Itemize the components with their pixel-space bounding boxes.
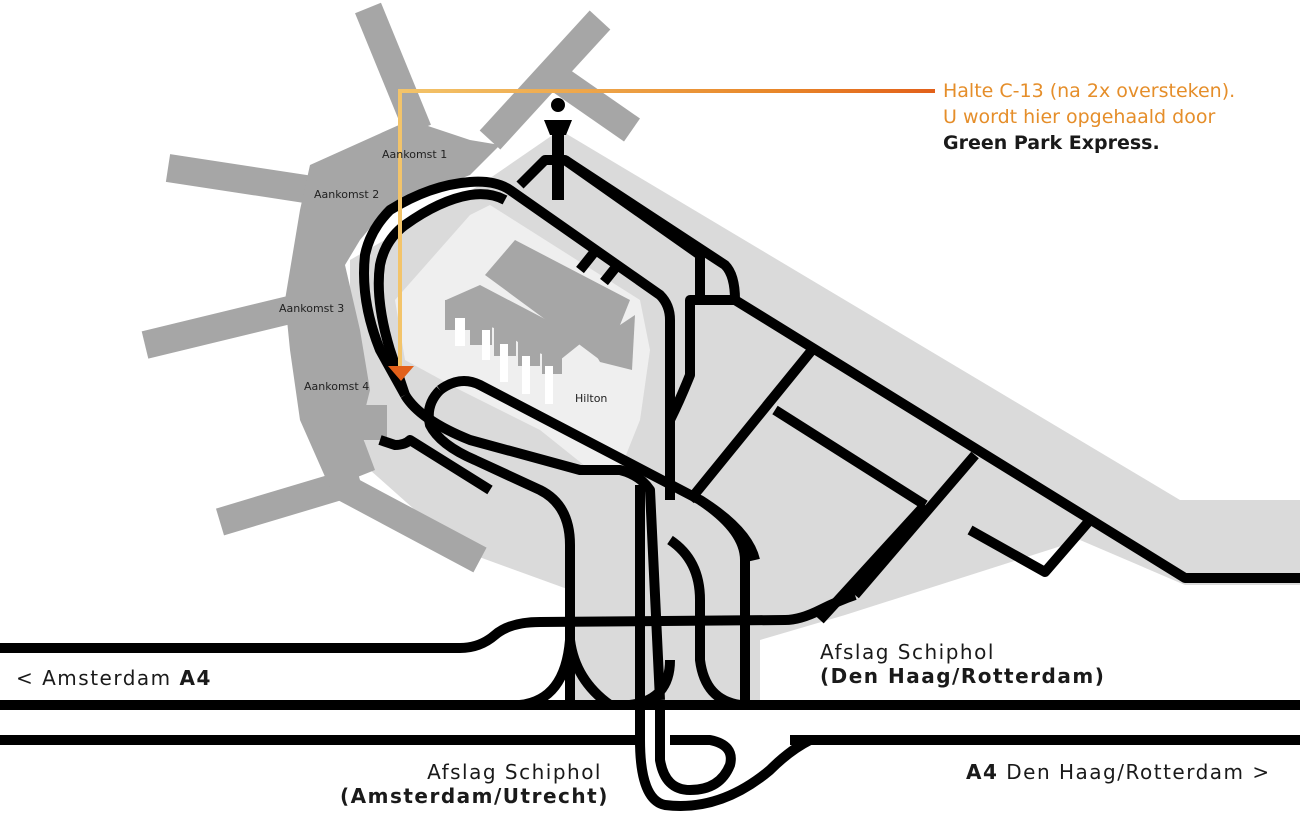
- halte-line-1: Halte C-13 (na 2x oversteken).: [943, 80, 1236, 102]
- road-label-a4-den-haag: A4 Den Haag/Rotterdam >: [966, 760, 1271, 784]
- arrival-1-label: Aankomst 1: [382, 148, 448, 161]
- road-amsterdam-text: < Amsterdam: [16, 666, 172, 690]
- halte-line-3: Green Park Express.: [943, 132, 1160, 154]
- road-network: [0, 155, 1300, 811]
- terminal-piers: [141, 2, 640, 573]
- arrow-down-icon: [388, 366, 414, 381]
- road-den-haag-text: Den Haag/Rotterdam >: [1006, 760, 1271, 784]
- halte-info: Halte C-13 (na 2x oversteken). U wordt h…: [943, 78, 1235, 156]
- hilton-buildings: [445, 240, 635, 374]
- terminal-annex: [357, 405, 387, 440]
- road-label-amsterdam-a4: < Amsterdam A4: [16, 666, 212, 690]
- route-to-halte: [398, 89, 935, 370]
- terminal-building: [285, 120, 500, 488]
- road-amsterdam-a4: A4: [179, 666, 212, 690]
- exit-amsterdam-line-2: (Amsterdam/Utrecht): [340, 784, 609, 808]
- arrival-2-label: Aankomst 2: [314, 188, 380, 201]
- exit-amsterdam-label: Afslag Schiphol (Amsterdam/Utrecht): [340, 760, 609, 808]
- road-den-haag-a4: A4: [966, 760, 999, 784]
- exit-amsterdam-line-1: Afslag Schiphol: [427, 760, 602, 784]
- arrival-3-label: Aankomst 3: [279, 302, 345, 315]
- exit-den-haag-line-2: (Den Haag/Rotterdam): [820, 664, 1106, 688]
- exit-den-haag-line-1: Afslag Schiphol: [820, 640, 995, 664]
- hilton-label: Hilton: [575, 392, 608, 405]
- arrival-4-label: Aankomst 4: [304, 380, 370, 393]
- halte-line-2: U wordt hier opgehaald door: [943, 106, 1216, 128]
- control-tower-icon: [544, 98, 572, 200]
- hilton-light-blocks: [455, 318, 553, 404]
- exit-den-haag-label: Afslag Schiphol (Den Haag/Rotterdam): [820, 640, 1105, 688]
